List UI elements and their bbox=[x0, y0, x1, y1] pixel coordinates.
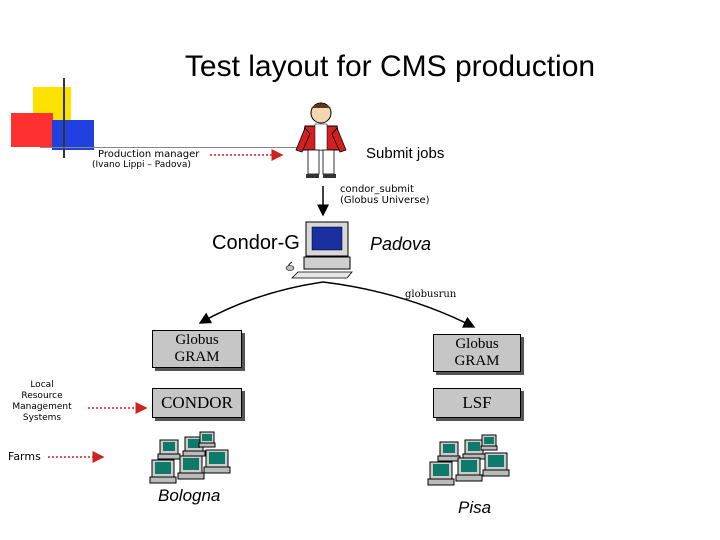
bologna-label: Bologna bbox=[158, 486, 221, 505]
deco-vertical-line bbox=[63, 78, 65, 158]
deco-blue-square bbox=[52, 120, 94, 150]
padova-label: Padova bbox=[370, 234, 432, 254]
pisa-gram-line2: GRAM bbox=[454, 353, 500, 369]
pisa-gram-line1: Globus bbox=[455, 336, 499, 352]
bologna-condor-box: CONDOR bbox=[152, 388, 242, 418]
globusrun-curve-right bbox=[322, 281, 476, 328]
workstation-icon bbox=[285, 221, 353, 279]
production-manager-name: (Ivano Lippi – Padova) bbox=[92, 160, 191, 170]
bologna-gram-line2: GRAM bbox=[174, 349, 220, 365]
bologna-globus-gram-box: Globus GRAM bbox=[152, 330, 242, 368]
lrms-line2: Resource bbox=[21, 391, 63, 401]
lrms-label: Local Resource Management Systems bbox=[4, 380, 80, 424]
pisa-label: Pisa bbox=[458, 498, 492, 517]
pisa-farm-icon bbox=[427, 434, 510, 486]
lrms-line3: Management bbox=[12, 402, 72, 412]
condor-submit-label: condor_submit (Globus Universe) bbox=[340, 184, 430, 206]
globusrun-curve-left bbox=[198, 281, 324, 324]
globusrun-label: globusrun bbox=[405, 289, 457, 300]
page-title: Test layout for CMS production bbox=[184, 50, 596, 83]
farms-label: Farms bbox=[8, 450, 41, 463]
deco-red-square bbox=[11, 113, 53, 147]
condor-g-label: Condor-G bbox=[212, 232, 300, 254]
bologna-farm-icon bbox=[149, 431, 231, 484]
submit-jobs-label: Submit jobs bbox=[366, 145, 445, 162]
production-manager-label: Production manager (Ivano Lippi – Padova… bbox=[92, 149, 200, 171]
person-icon bbox=[295, 102, 347, 178]
deco-horizontal-line bbox=[40, 147, 320, 148]
production-manager-title: Production manager bbox=[98, 149, 200, 160]
lrms-line1: Local bbox=[30, 380, 54, 390]
condor-submit-command: condor_submit bbox=[340, 184, 414, 195]
lrms-line4: Systems bbox=[22, 413, 62, 423]
condor-submit-universe: (Globus Universe) bbox=[340, 195, 430, 206]
bologna-gram-line1: Globus bbox=[175, 332, 219, 348]
pisa-lsf-box: LSF bbox=[433, 388, 521, 418]
pisa-globus-gram-box: Globus GRAM bbox=[433, 334, 521, 372]
